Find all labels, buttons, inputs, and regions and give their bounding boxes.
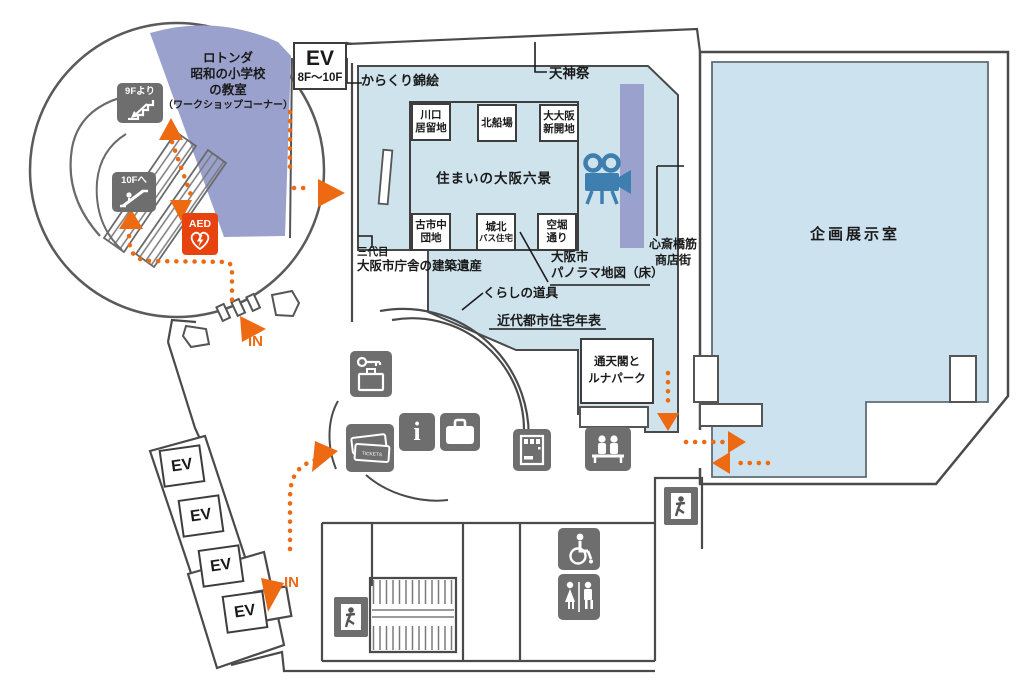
wheelchair-icon — [558, 528, 600, 570]
aed-icon: AED — [182, 213, 218, 255]
visitor-route — [126, 109, 771, 552]
information-icon: i — [399, 413, 435, 451]
escalator-to-10f-icon: 10Fへ — [112, 172, 156, 212]
scene-kitasenba: 北船場 — [477, 104, 517, 142]
six-scenes-title: 住まいの大阪六景 — [436, 171, 552, 186]
svg-text:TICKETS: TICKETS — [362, 451, 383, 458]
exit-runner-glyph — [341, 604, 361, 630]
tickets-glyph: TICKETS — [350, 433, 391, 464]
workshop-zone — [150, 25, 291, 237]
scene-daiosaka: 大大阪新開地 — [539, 104, 579, 142]
leader-lines — [346, 42, 684, 330]
special-exhibition-label: 企画展示室 — [809, 226, 900, 243]
route-arrows — [119, 118, 746, 612]
label-housing-timeline: 近代都市住宅年表 — [497, 313, 602, 328]
bench-icon — [585, 427, 631, 471]
stairs-down-glyph — [128, 99, 155, 120]
elevator-4: EV — [221, 590, 269, 634]
exit-runner-glyph — [671, 493, 691, 519]
entrance-in-label-lower: IN — [284, 574, 299, 591]
special-exhibition-floor — [711, 61, 989, 478]
label-kurashi-tools: くらしの道具 — [483, 286, 559, 300]
entrance-in-label-upper: IN — [248, 333, 263, 350]
restroom-icon — [558, 574, 600, 620]
elevator-upper: EV 8F〜10F — [293, 42, 347, 90]
scene-karahori: 空堀通り — [537, 213, 577, 251]
vending-glyph — [519, 434, 545, 466]
scene-furuichinaka: 古市中団地 — [411, 213, 451, 251]
escalator-glyph — [120, 189, 148, 207]
projector-icon — [583, 153, 631, 205]
exit-icon-east — [664, 487, 698, 525]
rotunda-zone-label: ロトンダ 昭和の小学校 の教室 （ワークショップコーナー） — [163, 51, 293, 111]
vending-machine-icon — [513, 429, 551, 471]
elevator-3: EV — [197, 544, 245, 588]
elevator-1: EV — [158, 444, 206, 488]
label-city-hall-heritage: 三代目 大阪市庁舎の建築遺産 — [357, 246, 483, 273]
tickets-icon: TICKETS — [346, 424, 394, 472]
tsutenkaku-lunapark-area: 通天閣と ルナパーク — [580, 338, 654, 404]
suitcase-glyph — [446, 418, 474, 444]
male-female-glyph — [565, 581, 593, 612]
elevator-2: EV — [177, 494, 225, 538]
label-karakuri-nishikie: からくり錦絵 — [361, 73, 440, 88]
key-case-glyph — [356, 356, 385, 392]
heart-bolt-glyph — [190, 232, 210, 251]
baggage-icon — [440, 413, 480, 451]
scene-kawaguchi: 川口居留地 — [411, 103, 451, 141]
scene-shirokita: 城北バス住宅 — [476, 213, 516, 251]
shinsaibashi-strip — [620, 84, 644, 248]
exit-icon-south — [334, 597, 368, 637]
cloakroom-icon — [350, 351, 392, 397]
stairs-from-9f-icon: 9Fより — [117, 83, 163, 123]
label-shinsaibashi: 心斎橋筋 商店街 — [648, 237, 697, 267]
label-tenjin-matsuri: 天神祭 — [549, 66, 590, 81]
label-panorama-map: 大阪市 パノラマ地図（床） — [551, 250, 664, 280]
seats-glyph — [592, 435, 624, 463]
pillars — [181, 289, 301, 349]
stairs-art — [372, 580, 454, 650]
wheelchair-glyph — [569, 533, 593, 565]
